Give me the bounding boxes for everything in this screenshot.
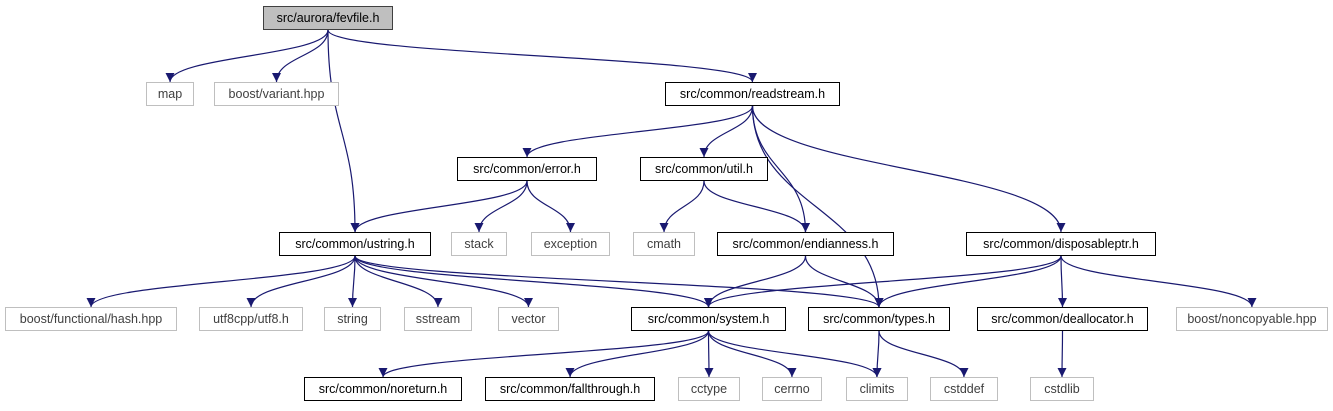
edge-disposableptr-to-deallocator — [1057, 255, 1067, 308]
edge-disposableptr-to-system — [704, 255, 1062, 308]
node-cmath[interactable]: cmath — [633, 232, 695, 256]
edge-fevfile-to-map — [165, 29, 329, 83]
node-utf8cpp-utf8-h[interactable]: utf8cpp/utf8.h — [199, 307, 303, 331]
edge-ustring-to-types — [354, 255, 884, 308]
edge-readstream-to-util — [699, 105, 754, 158]
node-deallocator-h[interactable]: src/common/deallocator.h — [977, 307, 1148, 331]
node-cstdlib[interactable]: cstdlib — [1030, 377, 1094, 401]
node-types-h[interactable]: src/common/types.h — [808, 307, 950, 331]
edge-system-to-climits — [707, 330, 882, 378]
node-vector[interactable]: vector — [498, 307, 559, 331]
edge-readstream-to-types — [751, 105, 884, 308]
node-boost-variant-hpp[interactable]: boost/variant.hpp — [214, 82, 339, 106]
edge-ustring-to-sstream — [354, 255, 443, 308]
node-fevfile-h[interactable]: src/aurora/fevfile.h — [263, 6, 393, 30]
node-cstddef[interactable]: cstddef — [930, 377, 998, 401]
node-string[interactable]: string — [324, 307, 381, 331]
edge-disposableptr-to-noncopyable — [1060, 255, 1257, 308]
edge-system-to-cerrno — [707, 330, 797, 378]
edge-ustring-to-vector — [354, 255, 533, 308]
node-noreturn-h[interactable]: src/common/noreturn.h — [304, 377, 462, 401]
node-cerrno[interactable]: cerrno — [762, 377, 822, 401]
edge-system-to-noreturn — [378, 330, 710, 378]
edge-ustring-to-string — [348, 255, 358, 308]
edge-ustring-to-system — [354, 255, 713, 308]
edge-util-to-endianness — [703, 180, 810, 233]
node-ustring-h[interactable]: src/common/ustring.h — [279, 232, 431, 256]
edge-ustring-to-utf8 — [246, 255, 356, 308]
edge-error-to-ustring — [350, 180, 528, 233]
node-disposableptr-h[interactable]: src/common/disposableptr.h — [966, 232, 1156, 256]
node-util-h[interactable]: src/common/util.h — [640, 157, 768, 181]
edge-ustring-to-boost_hash — [86, 255, 356, 308]
node-exception[interactable]: exception — [531, 232, 610, 256]
node-system-h[interactable]: src/common/system.h — [631, 307, 786, 331]
node-error-h[interactable]: src/common/error.h — [457, 157, 597, 181]
node-sstream[interactable]: sstream — [404, 307, 472, 331]
node-map[interactable]: map — [146, 82, 194, 106]
node-endianness-h[interactable]: src/common/endianness.h — [717, 232, 894, 256]
edge-fevfile-to-readstream — [327, 29, 757, 83]
edge-error-to-stack — [474, 180, 528, 233]
node-stack[interactable]: stack — [451, 232, 507, 256]
node-boost-functional-hash-hpp[interactable]: boost/functional/hash.hpp — [5, 307, 177, 331]
edge-endianness-to-system — [704, 255, 807, 308]
node-cctype[interactable]: cctype — [678, 377, 740, 401]
node-boost-noncopyable-hpp[interactable]: boost/noncopyable.hpp — [1176, 307, 1328, 331]
edge-readstream-to-disposableptr — [751, 105, 1066, 233]
node-readstream-h[interactable]: src/common/readstream.h — [665, 82, 840, 106]
edge-endianness-to-types — [804, 255, 884, 308]
node-climits[interactable]: climits — [846, 377, 908, 401]
edge-readstream-to-error — [522, 105, 754, 158]
edge-fevfile-to-ustring — [327, 29, 360, 233]
edge-deallocator-to-cstdlib — [1057, 330, 1067, 378]
edge-disposableptr-to-types — [874, 255, 1062, 308]
edge-types-to-climits — [872, 330, 882, 378]
node-fallthrough-h[interactable]: src/common/fallthrough.h — [485, 377, 655, 401]
edge-system-to-cctype — [704, 330, 714, 378]
edge-system-to-fallthrough — [565, 330, 710, 378]
edge-error-to-exception — [526, 180, 575, 233]
edge-util-to-cmath — [659, 180, 705, 233]
edge-fevfile-to-boost_variant — [272, 29, 329, 83]
edge-types-to-cstddef — [878, 330, 969, 378]
